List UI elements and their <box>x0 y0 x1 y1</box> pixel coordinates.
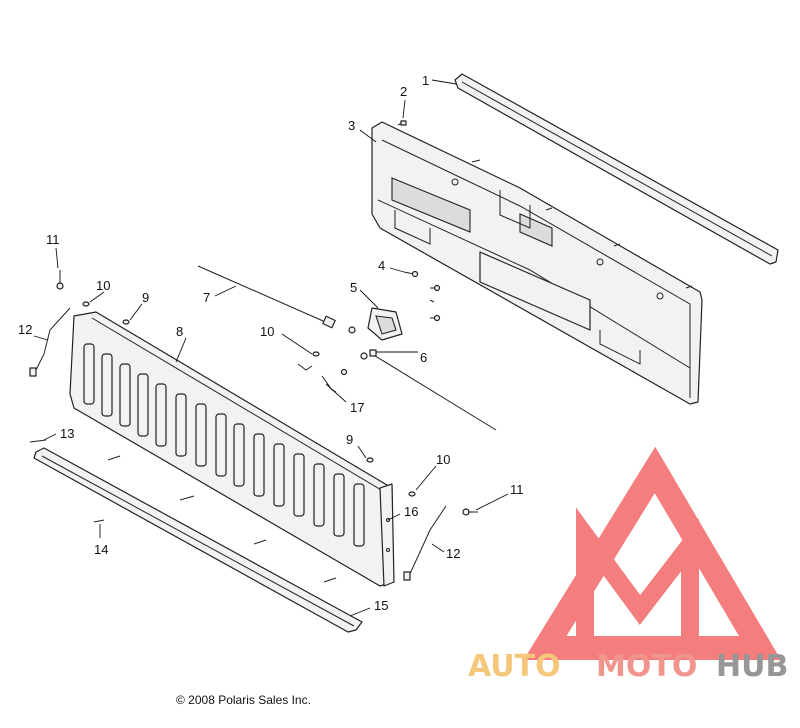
callout-15: 15 <box>374 598 388 613</box>
callout-3: 3 <box>348 118 355 133</box>
callout-2: 2 <box>400 84 407 99</box>
automotohub-logo: AUTO MOTO HUB <box>468 446 788 684</box>
part-3-inner-panel <box>371 121 703 405</box>
inner-panel-screws <box>397 120 693 289</box>
callout-8: 8 <box>176 324 183 339</box>
logo-word-moto: MOTO <box>596 649 697 684</box>
logo-word-hub: HUB <box>716 649 788 684</box>
leader-lines <box>33 79 509 617</box>
part-5-latch-handle <box>348 307 403 360</box>
callout-11-right: 11 <box>510 482 524 497</box>
copyright-notice: © 2008 Polaris Sales Inc. <box>176 693 311 707</box>
part-6-rod-right <box>369 349 497 431</box>
callout-numbers: 1 2 3 4 5 6 7 8 9 9 10 10 10 11 11 12 12… <box>18 73 524 613</box>
callout-14: 14 <box>94 542 108 557</box>
fasteners <box>29 270 478 583</box>
callout-1: 1 <box>422 73 429 88</box>
callout-12-left: 12 <box>18 322 32 337</box>
callout-6: 6 <box>420 350 427 365</box>
callout-9-bottom: 9 <box>346 432 353 447</box>
callout-9-top: 9 <box>142 290 149 305</box>
callout-11-left: 11 <box>46 232 60 247</box>
part-7-rod-left <box>197 265 336 329</box>
logo-word-auto: AUTO <box>468 649 561 684</box>
callout-7: 7 <box>203 290 210 305</box>
callout-10-left: 10 <box>96 278 110 293</box>
callout-10-right: 10 <box>436 452 450 467</box>
part-17-latch-rods <box>297 363 348 393</box>
part-8-outer-panel <box>69 311 393 587</box>
part-15-bottom-rail <box>33 447 363 633</box>
callout-5: 5 <box>350 280 357 295</box>
part-16-end-cap <box>379 483 395 587</box>
part-4-screws <box>403 270 441 322</box>
callout-12-right: 12 <box>446 546 460 561</box>
callout-16: 16 <box>404 504 418 519</box>
callout-4: 4 <box>378 258 385 273</box>
part-1-top-cap <box>454 73 779 265</box>
callout-17: 17 <box>350 400 364 415</box>
panel-ribs <box>83 343 365 547</box>
callout-13: 13 <box>60 426 74 441</box>
part-12-cables <box>29 307 447 581</box>
callout-10-mid: 10 <box>260 324 274 339</box>
